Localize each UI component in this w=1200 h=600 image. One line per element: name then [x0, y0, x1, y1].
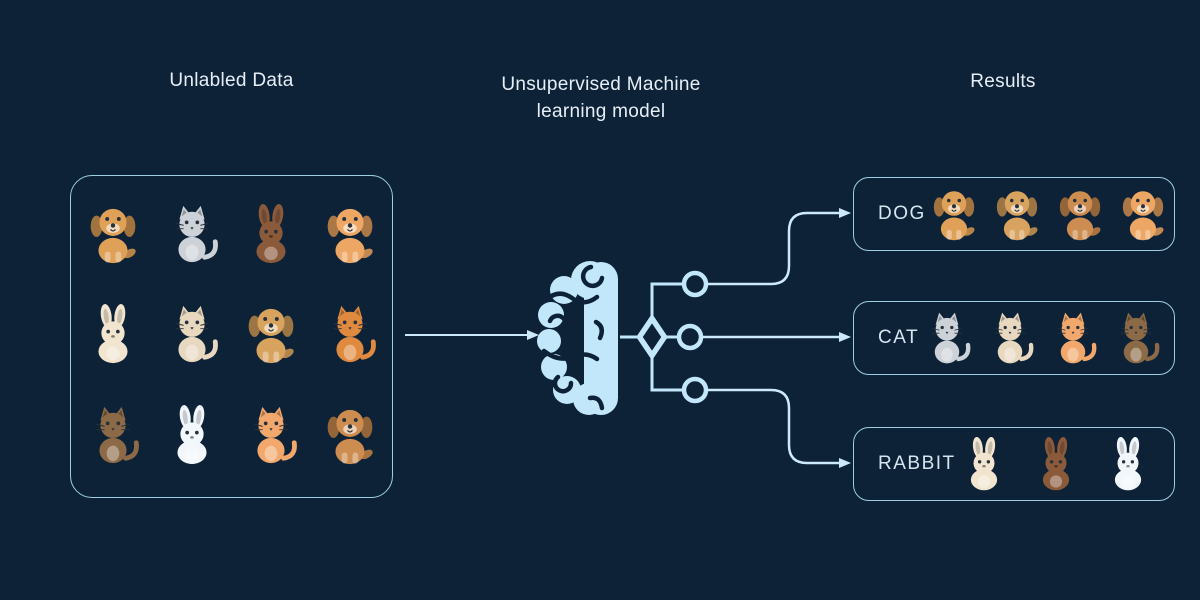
golden-labrador-puppy-icon	[240, 303, 302, 365]
white-rabbit-icon	[161, 404, 223, 466]
brown-puppy-icon	[319, 404, 381, 466]
shiba-inu-puppy-icon	[1115, 186, 1171, 242]
siamese-cat-icon	[982, 310, 1038, 366]
brown-tabby-cat-icon	[82, 404, 144, 466]
brown-tabby-cat-icon	[1108, 310, 1164, 366]
model-title-line1: Unsupervised Machine	[501, 74, 701, 95]
arrow-to-dog	[706, 208, 851, 286]
input-arrow	[405, 330, 539, 340]
rabbit-label: RABBIT	[878, 453, 956, 474]
unlabeled-data-box	[70, 175, 393, 498]
dog-label: DOG	[878, 203, 926, 224]
decision-diamond	[636, 313, 668, 361]
unlabeled-animal-grid	[71, 176, 392, 497]
golden-retriever-puppy-icon	[926, 186, 982, 242]
brown-rabbit-icon	[240, 203, 302, 265]
cream-rabbit-icon	[82, 303, 144, 365]
input-arrowhead	[527, 330, 539, 340]
decision-tree-icon	[620, 270, 709, 404]
cat-animal-row	[919, 310, 1164, 366]
branch-bottom-line	[650, 355, 684, 392]
arrow-to-cat	[701, 332, 851, 342]
arrow-to-rabbit	[706, 388, 851, 468]
cat-arrowhead	[839, 332, 851, 342]
model-title-line2: learning model	[536, 101, 666, 122]
orange-kitten-icon	[1045, 310, 1101, 366]
unlabeled-data-title: Unlabled Data	[169, 70, 294, 91]
rabbit-arrowhead	[839, 458, 851, 468]
orange-tabby-cat-icon	[319, 303, 381, 365]
model-title: Unsupervised Machine learning model	[441, 71, 761, 125]
grey-kitten-icon	[919, 310, 975, 366]
result-box-rabbit: RABBIT	[853, 427, 1175, 501]
brown-rabbit-icon	[1028, 436, 1084, 492]
white-rabbit-icon	[1100, 436, 1156, 492]
golden-labrador-puppy-icon	[989, 186, 1045, 242]
orange-kitten-icon	[240, 404, 302, 466]
rabbit-animal-row	[956, 436, 1164, 492]
node-circle-bottom	[681, 376, 709, 404]
dog-arrowhead	[839, 208, 851, 218]
brown-puppy-icon	[1052, 186, 1108, 242]
dog-animal-row	[926, 186, 1171, 242]
golden-retriever-puppy-icon	[82, 203, 144, 265]
brain-folds	[541, 264, 605, 411]
grey-kitten-icon	[161, 203, 223, 265]
branch-top-line	[650, 282, 684, 319]
cat-label: CAT	[878, 327, 920, 348]
cream-rabbit-icon	[956, 436, 1012, 492]
node-circle-top	[681, 270, 709, 298]
results-title: Results	[970, 71, 1036, 92]
brain-icon	[537, 261, 618, 415]
result-box-dog: DOG	[853, 177, 1175, 251]
result-box-cat: CAT	[853, 301, 1175, 375]
siamese-cat-icon	[161, 303, 223, 365]
node-circle-middle	[676, 323, 704, 351]
shiba-inu-puppy-icon	[319, 203, 381, 265]
